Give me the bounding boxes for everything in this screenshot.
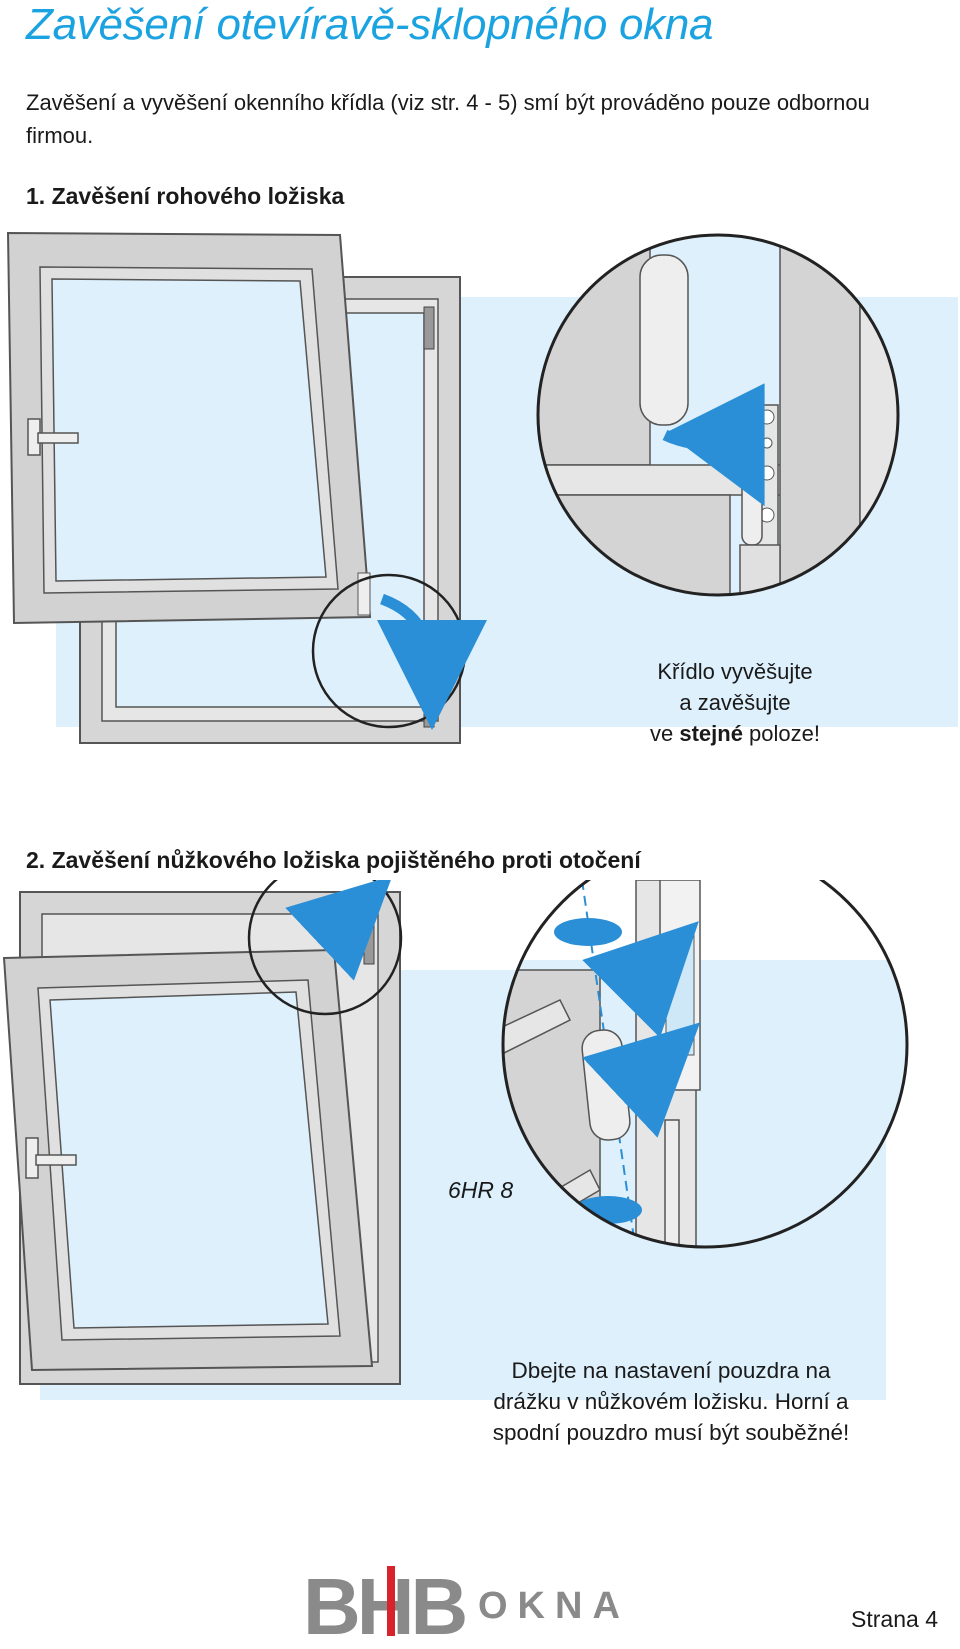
note-2-line-1: Dbejte na nastavení pouzdra na — [445, 1355, 897, 1386]
window-sash — [8, 233, 370, 623]
handle-lever — [38, 433, 78, 443]
note-2-line-3: spodní pouzdro musí být souběžné! — [445, 1417, 897, 1448]
company-logo: BHB OKNA — [303, 1558, 658, 1638]
bearing-pin-upper — [640, 255, 688, 425]
intro-text: Zavěšení a vyvěšení okenního křídla (viz… — [26, 86, 926, 152]
section-2-heading: 2. Zavěšení nůžkového ložiska pojištěnéh… — [26, 847, 641, 874]
wrench-size-label: 6HR 8 — [448, 1177, 513, 1204]
note-suffix: poloze! — [743, 721, 820, 746]
scissor-bearing-illustration — [0, 880, 960, 1410]
page-title: Zavěšení otevíravě-sklopného okna — [26, 0, 713, 50]
page-number: Strana 4 — [851, 1606, 938, 1633]
note-2-line-2: drážku v nůžkovém ložisku. Horní a — [445, 1386, 897, 1417]
logo-letters: BHB — [303, 1562, 466, 1638]
logo-word: OKNA — [478, 1585, 630, 1627]
note-emphasis: stejné — [679, 721, 743, 746]
note-1-line-1: Křídlo vyvěšujte — [626, 656, 844, 687]
hinge-top — [424, 307, 434, 349]
section-1-heading: 1. Zavěšení rohového ložiska — [26, 183, 344, 210]
note-1-line-2: a zavěšujte — [626, 687, 844, 718]
note-prefix: ve — [650, 721, 679, 746]
section-2-note: Dbejte na nastavení pouzdra na drážku v … — [445, 1355, 897, 1448]
bearing-pin-lower — [742, 475, 762, 545]
hinge-bottom — [424, 685, 434, 727]
rotation-arrows-icon — [554, 918, 622, 946]
note-1-line-3: ve stejné poloze! — [626, 718, 844, 749]
section-1-note: Křídlo vyvěšujte a zavěšujte ve stejné p… — [626, 656, 844, 749]
